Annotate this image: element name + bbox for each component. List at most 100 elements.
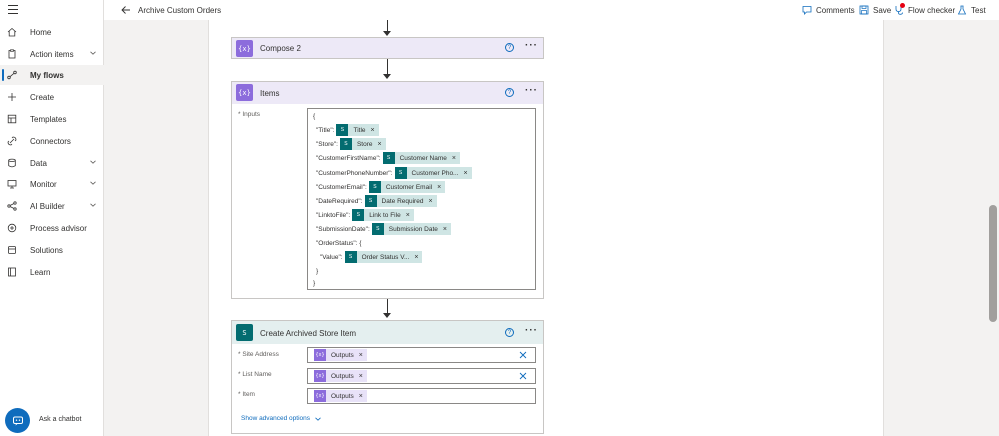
remove-token-icon[interactable]: × (358, 351, 363, 359)
token-label: Outputs (331, 372, 354, 380)
remove-token-icon[interactable]: × (358, 392, 363, 400)
token-label: Outputs (331, 351, 354, 359)
vertical-scrollbar-thumb[interactable] (989, 205, 997, 322)
items-header[interactable]: {x} Items ? ··· (232, 82, 543, 104)
token-label: Order Status V... (361, 253, 410, 261)
dynamic-content-token[interactable]: S Store × (339, 138, 386, 150)
remove-token-icon[interactable]: × (442, 225, 447, 233)
save-button[interactable]: Save (859, 4, 891, 16)
token-label: Title (353, 126, 366, 134)
comment-icon (802, 6, 812, 15)
more-options-icon[interactable]: ··· (525, 40, 538, 51)
remove-token-icon[interactable]: × (414, 253, 419, 261)
chatbot-icon (12, 416, 23, 425)
error-indicator-dot (900, 3, 905, 8)
compose-icon: {x} (236, 84, 253, 101)
remove-token-icon[interactable]: × (377, 140, 382, 148)
chevron-down-icon[interactable] (90, 159, 96, 165)
remove-token-icon[interactable]: × (463, 169, 468, 177)
nav-item-process-advisor[interactable]: Process advisor (0, 218, 104, 238)
item-input[interactable]: {x} Outputs × (307, 388, 536, 404)
nav-item-learn[interactable]: Learn (0, 262, 104, 282)
compose-2-header[interactable]: {x} Compose 2 ? ··· (232, 38, 543, 58)
test-button[interactable]: Test (957, 4, 986, 16)
show-advanced-options-link[interactable]: Show advanced options (241, 415, 321, 422)
flow-checker-button[interactable]: Flow checker (894, 3, 955, 16)
list-name-input[interactable]: {x}Outputs× (307, 368, 536, 384)
chevron-down-icon[interactable] (90, 202, 96, 208)
nav-item-create[interactable]: Create (0, 87, 104, 107)
inputs-label: * Inputs (238, 111, 261, 118)
remove-token-icon[interactable]: × (451, 154, 456, 162)
database-icon (7, 158, 17, 168)
create-item-header[interactable]: S Create Archived Store Item ? ··· (232, 321, 543, 344)
dynamic-content-token[interactable]: {x}Outputs× (314, 370, 367, 382)
clear-icon[interactable] (518, 350, 528, 360)
comments-button[interactable]: Comments (802, 4, 855, 16)
help-icon[interactable]: ? (505, 328, 514, 337)
flow-title: Archive Custom Orders (138, 6, 222, 15)
sharepoint-icon: S (394, 167, 407, 179)
connector-line (387, 299, 388, 314)
nav-item-home[interactable]: Home (0, 22, 104, 42)
templates-icon (7, 114, 17, 124)
remove-token-icon[interactable]: × (370, 126, 375, 134)
more-options-icon[interactable]: ··· (525, 85, 538, 96)
help-icon[interactable]: ? (505, 43, 514, 52)
card-title: Items (260, 89, 280, 98)
back-arrow-icon[interactable] (120, 4, 132, 16)
help-icon[interactable]: ? (505, 88, 514, 97)
compose-icon: {x} (314, 349, 326, 361)
plus-icon (7, 92, 17, 102)
card-title: Create Archived Store Item (260, 329, 357, 338)
nav-label: My flows (30, 71, 64, 80)
token-label: Customer Email (385, 183, 433, 191)
dynamic-content-token[interactable]: {x} Outputs × (314, 390, 367, 402)
chatbot-button[interactable] (5, 408, 30, 433)
clear-icon[interactable] (518, 371, 528, 381)
remove-token-icon[interactable]: × (405, 211, 410, 219)
chevron-down-icon[interactable] (90, 180, 96, 186)
token-label: Outputs (331, 392, 354, 400)
token-label: Store (356, 140, 373, 148)
dynamic-content-token[interactable]: {x} Outputs × (314, 349, 367, 361)
connector-arrow-icon (383, 74, 391, 79)
sharepoint-icon: S (371, 223, 384, 235)
chevron-down-icon[interactable] (90, 50, 96, 56)
nav-item-data[interactable]: Data (0, 153, 104, 173)
site-address-input[interactable]: {x} Outputs × (307, 347, 536, 363)
sharepoint-icon: S (336, 124, 349, 136)
nav-item-solutions[interactable]: Solutions (0, 240, 104, 260)
nav-item-ai-builder[interactable]: AI Builder (0, 196, 104, 216)
json-key: "Title": (316, 126, 335, 134)
remove-token-icon[interactable]: × (428, 197, 433, 205)
nav-item-my-flows[interactable]: My flows (0, 65, 104, 85)
monitor-icon (7, 179, 17, 189)
compose-2-card[interactable]: {x} Compose 2 ? ··· (231, 37, 544, 59)
more-options-icon[interactable]: ··· (525, 325, 538, 336)
compose-icon: {x} (314, 390, 326, 402)
remove-token-icon[interactable]: × (358, 372, 363, 380)
hamburger-menu-icon[interactable] (8, 5, 18, 14)
nav-item-monitor[interactable]: Monitor (0, 174, 104, 194)
nav-item-connectors[interactable]: Connectors (0, 131, 104, 151)
remove-token-icon[interactable]: × (437, 183, 442, 191)
dynamic-content-token[interactable]: S Title × (336, 124, 379, 136)
sharepoint-icon: S (339, 138, 352, 150)
json-open-brace: { (313, 113, 316, 120)
save-label: Save (873, 5, 892, 15)
nav-label: Templates (30, 115, 67, 124)
connector-icon (7, 136, 17, 146)
nav-item-action-items[interactable]: Action items (0, 44, 104, 64)
json-key: "Value": (320, 253, 343, 261)
nav-item-templates[interactable]: Templates (0, 109, 104, 129)
